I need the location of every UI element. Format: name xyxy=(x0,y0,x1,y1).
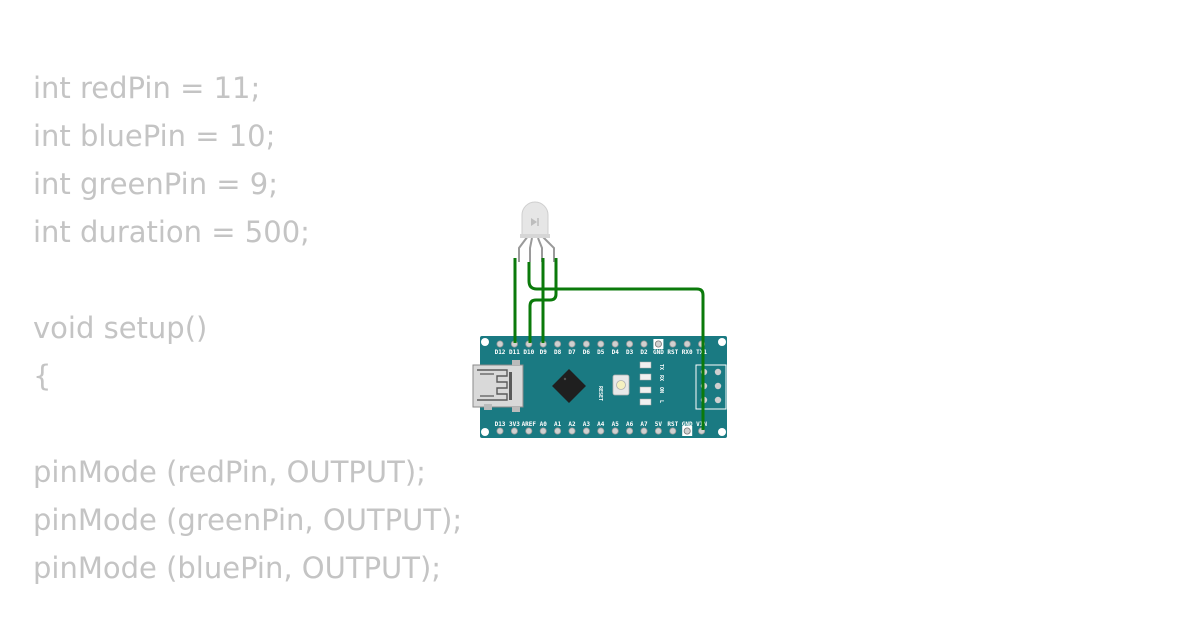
led-dome xyxy=(521,201,549,237)
code-line: int greenPin = 9; xyxy=(33,167,279,201)
led-base xyxy=(520,234,550,238)
led-leg-common xyxy=(529,237,533,262)
code-line: int redPin = 11; xyxy=(33,71,261,105)
pin-label: D9 xyxy=(540,349,548,356)
pin-label: 5V xyxy=(655,421,663,428)
pin-label: D11 xyxy=(509,349,520,356)
pin-label: A2 xyxy=(568,421,576,428)
pin-label: D4 xyxy=(612,349,620,356)
pin-label: 3V3 xyxy=(509,421,520,428)
mount-hole xyxy=(718,338,726,346)
pin-d13[interactable] xyxy=(496,427,504,435)
pin-d6[interactable] xyxy=(582,340,590,348)
pin-label: A7 xyxy=(640,421,648,428)
pin-a2[interactable] xyxy=(568,427,576,435)
pin-label: A3 xyxy=(583,421,591,428)
pin-d4[interactable] xyxy=(611,340,619,348)
pin-label: D7 xyxy=(568,349,576,356)
pin-label: GND xyxy=(682,421,693,428)
pin-label: A0 xyxy=(540,421,548,428)
pin-d8[interactable] xyxy=(554,340,562,348)
led-die xyxy=(531,218,537,226)
pin-d5[interactable] xyxy=(597,340,605,348)
pin-label: D3 xyxy=(626,349,634,356)
pin-a7[interactable] xyxy=(640,427,648,435)
pin-label: RST xyxy=(667,421,678,428)
code-listing: int redPin = 11; int bluePin = 10; int gre… xyxy=(33,64,462,592)
pin-aref[interactable] xyxy=(525,427,533,435)
usb-connector-icon xyxy=(472,360,524,412)
bottom-pin-header xyxy=(496,426,706,436)
pin-d12[interactable] xyxy=(496,340,504,348)
led-leg-blue xyxy=(541,235,555,262)
code-line: int duration = 500; xyxy=(33,215,310,249)
pin-rst[interactable] xyxy=(669,340,677,348)
pin-label: A1 xyxy=(554,421,562,428)
pin-a0[interactable] xyxy=(539,427,547,435)
pin-a3[interactable] xyxy=(582,427,590,435)
pin-a1[interactable] xyxy=(554,427,562,435)
pin-label: D10 xyxy=(523,349,534,356)
reset-button[interactable] xyxy=(612,374,630,396)
microcontroller-icon xyxy=(552,369,586,403)
pin-gnd[interactable] xyxy=(683,427,691,435)
pin-label: AREF xyxy=(522,421,537,428)
pin-label: A4 xyxy=(597,421,605,428)
status-leds xyxy=(639,361,652,406)
top-pin-header xyxy=(496,339,706,349)
pin-label: D2 xyxy=(640,349,648,356)
led-leg-red xyxy=(518,235,529,262)
pin-rx0[interactable] xyxy=(683,340,691,348)
code-line: pinMode (greenPin, OUTPUT); xyxy=(33,503,463,537)
pin-label: D13 xyxy=(495,421,506,428)
pin-d2[interactable] xyxy=(640,340,648,348)
code-line: void setup() xyxy=(33,311,208,345)
pin-a5[interactable] xyxy=(611,427,619,435)
pin-5v[interactable] xyxy=(654,427,662,435)
pin-label: RST xyxy=(667,349,678,356)
pin-label: D5 xyxy=(597,349,605,356)
rx-label: RX xyxy=(658,375,664,381)
pin-a6[interactable] xyxy=(626,427,634,435)
l-label: L xyxy=(658,400,664,403)
pin-label: GND xyxy=(653,349,664,356)
board-pcb xyxy=(480,336,727,438)
code-line: pinMode (bluePin, OUTPUT); xyxy=(33,551,442,585)
wire-common-to-vin[interactable] xyxy=(527,262,705,430)
on-label: ON xyxy=(658,387,664,393)
pin-rst[interactable] xyxy=(669,427,677,435)
mount-hole xyxy=(718,428,726,436)
mount-hole xyxy=(481,428,489,436)
tx-label: TX xyxy=(658,364,664,370)
pin-gnd[interactable] xyxy=(654,340,662,348)
arduino-nano-board[interactable]: RESET TX RX ON L xyxy=(472,336,727,438)
code-line: pinMode (redPin, OUTPUT); xyxy=(33,455,426,489)
mount-hole xyxy=(481,338,489,346)
pin-label: D6 xyxy=(583,349,591,356)
code-line: { xyxy=(33,359,52,393)
wires xyxy=(513,258,705,430)
pin-label: A6 xyxy=(626,421,634,428)
led-leg-green xyxy=(537,237,543,262)
pin-label: D12 xyxy=(495,349,506,356)
pin-d7[interactable] xyxy=(568,340,576,348)
rgb-led-icon[interactable] xyxy=(518,201,555,262)
pin-a4[interactable] xyxy=(597,427,605,435)
pin-label: D8 xyxy=(554,349,562,356)
pin-label: RX0 xyxy=(682,349,693,356)
pin-3v3[interactable] xyxy=(510,427,518,435)
reset-label: RESET xyxy=(597,386,603,401)
pin-d3[interactable] xyxy=(626,340,634,348)
pin-label: A5 xyxy=(612,421,620,428)
code-line: int bluePin = 10; xyxy=(33,119,276,153)
